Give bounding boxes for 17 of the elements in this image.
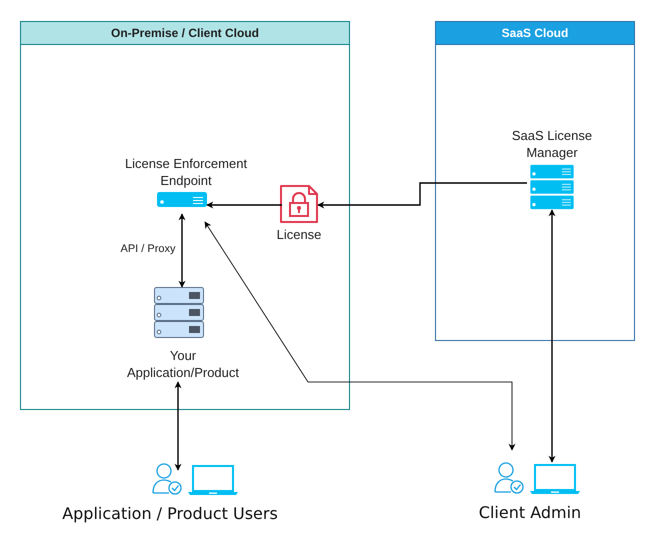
node-label: Application / Product Users bbox=[62, 504, 278, 524]
arrow bbox=[548, 209, 556, 463]
arrow bbox=[317, 182, 527, 208]
container-heading: On-Premise / Client Cloud bbox=[21, 22, 349, 45]
arrow bbox=[178, 213, 186, 288]
node-label: Your Application/Product bbox=[126, 347, 240, 381]
arrow bbox=[204, 221, 516, 451]
cloud-container bbox=[20, 21, 350, 410]
arrow bbox=[206, 202, 282, 208]
edge-label: API / Proxy bbox=[119, 242, 177, 256]
arrow bbox=[174, 381, 182, 471]
node-label: Client Admin bbox=[478, 503, 582, 523]
node-label: SaaS License Manager bbox=[510, 127, 594, 161]
container-heading: SaaS Cloud bbox=[436, 22, 634, 45]
cloud-container bbox=[435, 21, 635, 341]
node-label: License bbox=[276, 226, 322, 243]
node-label: License Enforcement Endpoint bbox=[124, 155, 248, 189]
